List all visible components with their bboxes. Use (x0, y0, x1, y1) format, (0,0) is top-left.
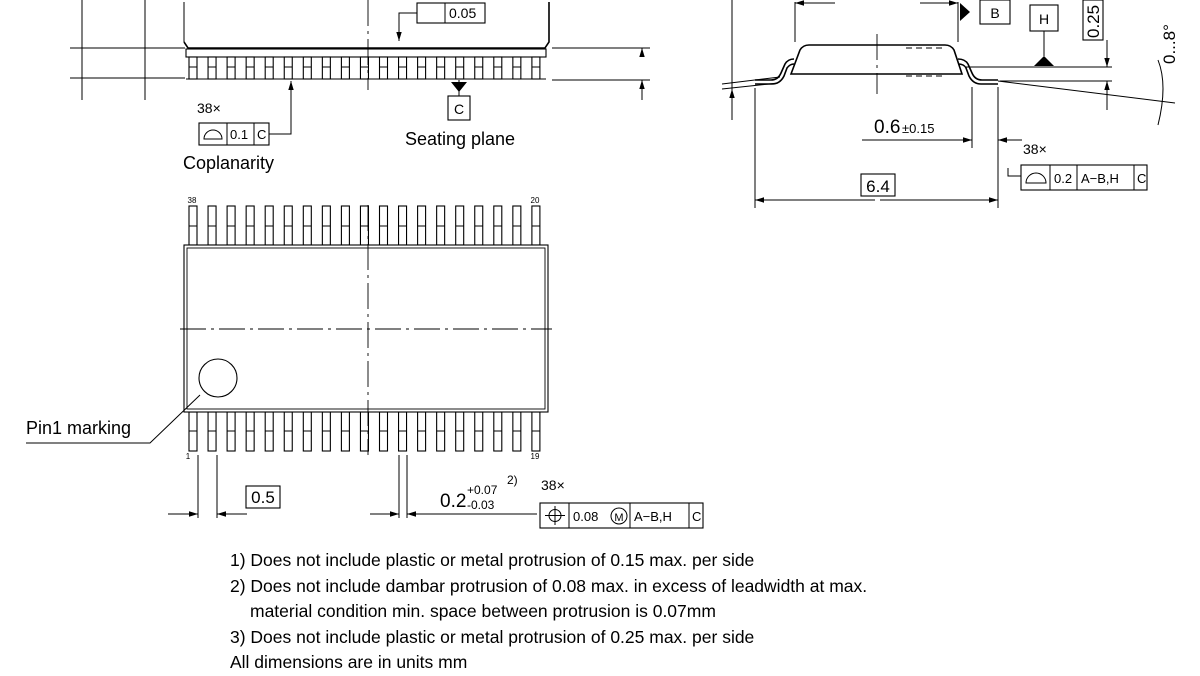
datum-c-box (447, 95, 471, 121)
profile-symbol-icon (1025, 172, 1047, 184)
lead-thickness-ext-bottom (721, 82, 779, 90)
profile-count: 38× (1023, 141, 1047, 157)
side-lead (378, 56, 389, 80)
detail-right-lead-lower (957, 63, 998, 85)
tolerance-leader (396, 12, 417, 41)
lead-width-note-ref: 2) (507, 473, 518, 487)
angle-value: 0...8° (1160, 24, 1179, 64)
side-leads (188, 56, 541, 80)
lead-width-value: 0.2 (440, 491, 466, 512)
pin-number-20: 20 (531, 196, 540, 205)
profile-value: 0.2 (1054, 171, 1072, 186)
pitch-box (245, 485, 281, 509)
angle-arc (1157, 59, 1164, 126)
top-leads (188, 205, 541, 246)
pin-number-38: 38 (188, 196, 197, 205)
detail-left-lead-lower (755, 63, 795, 85)
pin-number-19: 19 (531, 452, 540, 461)
angle-line (997, 80, 1176, 104)
datum-c-label: C (454, 101, 464, 117)
position-ref-c: C (692, 509, 701, 524)
side-view: 0.05 C Seating plane 38× 0.1 C Coplanari… (70, 0, 650, 173)
datum-h-triangle (1034, 56, 1054, 66)
drawing-notes: 1) Does not include plastic or metal pro… (230, 548, 867, 676)
package-body-bottom (185, 48, 547, 58)
profile-frame (1020, 164, 1148, 191)
side-lead (474, 56, 484, 80)
tolerance-value-005: 0.05 (449, 5, 476, 21)
side-lead (226, 56, 236, 80)
profile-leader (1007, 168, 1021, 177)
top-view: 38 20 1 19 Pin1 marking 0.5 0.2 +0.07 -0… (26, 196, 704, 529)
datum-b-label: B (990, 5, 999, 21)
bottom-leads (188, 411, 541, 452)
position-count: 38× (541, 477, 565, 493)
pin1-marking-leader (26, 394, 201, 444)
side-lead (397, 56, 408, 80)
detail-body (789, 44, 964, 75)
lead-length-value: 0.6 (874, 117, 900, 138)
coplanarity-ref: C (257, 127, 266, 142)
seating-plane-label: Seating plane (405, 129, 515, 149)
side-lead (436, 56, 446, 80)
side-lead (531, 56, 541, 80)
side-lead (493, 56, 503, 80)
lead-width-minus-tol: -0.03 (467, 498, 495, 512)
side-lead (417, 56, 427, 80)
width-64-value: 6.4 (866, 177, 890, 196)
datum-b-box (979, 0, 1011, 25)
coplanarity-count: 38× (197, 100, 221, 116)
side-lead (283, 56, 293, 80)
profile-ref: A−B,H (1081, 171, 1119, 186)
note-3: 3) Does not include plastic or metal pro… (230, 626, 755, 647)
profile-ref-c: C (1137, 171, 1146, 186)
position-ref: A−B,H (634, 509, 672, 524)
note-units: All dimensions are in units mm (230, 652, 468, 672)
side-lead (207, 56, 217, 80)
detail-left-lead-upper (755, 58, 795, 81)
side-lead (245, 56, 255, 80)
profile-symbol-icon (203, 129, 223, 140)
side-lead (512, 56, 522, 80)
top-view-body (183, 244, 549, 413)
side-lead (359, 56, 370, 80)
pin1-marking-label: Pin1 marking (26, 418, 131, 438)
gauge-dim-value: 0.25 (1084, 5, 1103, 38)
top-view-body-inner (186, 247, 546, 410)
mmc-symbol-label: M (614, 512, 623, 524)
note-2-continued: material condition min. space between pr… (250, 601, 716, 621)
lead-detail-view: B H 0.25 0...8° 0.6 ±0.15 6.4 (721, 0, 1179, 208)
side-lead (321, 56, 331, 80)
gauge-dim-box (1082, 0, 1104, 41)
datum-h-label: H (1039, 11, 1049, 27)
pin-number-1: 1 (186, 452, 191, 461)
package-drawing: 0.05 C Seating plane 38× 0.1 C Coplanari… (26, 0, 1179, 529)
coplanarity-leader (269, 81, 294, 135)
side-lead (340, 56, 350, 80)
datum-b-triangle (960, 3, 970, 21)
coplanarity-value: 0.1 (230, 127, 248, 142)
lead-length-tolerance: ±0.15 (902, 121, 934, 136)
detail-right-lead-upper (957, 58, 998, 81)
note-1: 1) Does not include plastic or metal pro… (230, 550, 755, 570)
width-64-box (860, 173, 896, 197)
position-value: 0.08 (573, 509, 598, 524)
pin1-marking-circle (198, 358, 238, 398)
note-2: 2) Does not include dambar protrusion of… (230, 575, 868, 596)
side-lead (264, 56, 274, 80)
lead-width-plus-tol: +0.07 (467, 483, 498, 497)
lead-thickness-ext-top (721, 76, 781, 85)
pitch-value: 0.5 (251, 488, 275, 507)
side-lead (188, 56, 198, 80)
side-lead (302, 56, 312, 80)
coplanarity-label: Coplanarity (183, 153, 274, 173)
package-body-outline (183, 2, 550, 49)
mmc-symbol-icon (610, 507, 628, 525)
side-lead (455, 56, 465, 80)
